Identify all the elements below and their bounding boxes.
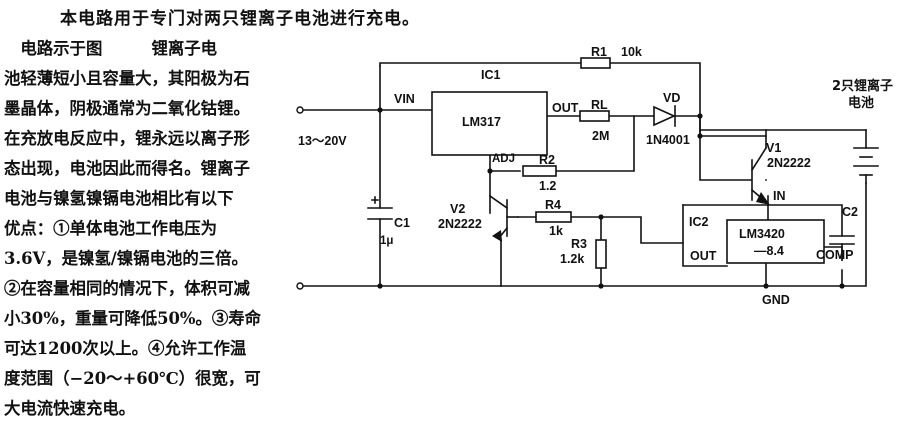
- circuit-svg: 13～20V IC1 LM317 VIN OUT ADJ R1 10k RL 2…: [296, 45, 893, 307]
- body-line: 优点：①单体电池工作电压为: [4, 219, 218, 238]
- ic2-ref-label: IC2: [689, 215, 709, 229]
- body-line: 电池与镍氢镍镉电池相比有以下: [4, 189, 234, 208]
- diode-vd: VD 1N4001: [646, 91, 690, 147]
- junction-dots: [377, 107, 845, 289]
- body-line: 在充放电反应中，锂永远以离子形: [4, 129, 250, 148]
- ic2-in-label: IN: [773, 189, 786, 203]
- ic2-comp-label: COMP: [816, 248, 854, 262]
- body-line: 可达1200次以上。④允许工作温: [4, 339, 247, 358]
- resistor-rl: RL 2M: [579, 98, 610, 143]
- transistor-v2: V2 2N2222: [438, 194, 519, 242]
- body-line: 大电流快速充电。: [4, 399, 136, 418]
- ic1-adj-label: ADJ: [492, 153, 515, 165]
- body-line: 态出现，电池因此而得名。锂离子: [4, 159, 250, 178]
- resistor-r4: R4 1k: [535, 198, 572, 238]
- resistor-r3: R3 1.2k: [560, 237, 607, 269]
- c1-value-label: 1μ: [380, 235, 393, 247]
- battery-symbol: 2只锂离子 电池: [832, 78, 893, 184]
- body-line: 小30%，重量可降低50%。③寿命: [4, 309, 262, 328]
- ic2-lm3420: IC2 LM3420 —8.4 OUT COMP: [689, 215, 854, 264]
- capacitor-c1: C1 1μ: [367, 196, 410, 247]
- r1-value-label: 10k: [621, 45, 642, 59]
- v1-part-label: 2N2222: [767, 156, 811, 170]
- c2-ref-label: C2: [842, 205, 858, 219]
- intro-text: 本电路用于专门对两只锂离子电池进行充电。: [60, 9, 420, 29]
- ic2-out-label: OUT: [690, 249, 717, 263]
- r1-ref-label: R1: [591, 45, 607, 59]
- battery-label-line2: 电池: [848, 95, 874, 111]
- body-line: 度范围（−20～+60℃）很宽，可: [4, 369, 261, 388]
- rl-ref-label: RL: [591, 98, 608, 112]
- transistor-v1: V1 2N2222 IN: [750, 141, 811, 205]
- v1-ref-label: V1: [766, 141, 781, 155]
- r4-value-label: 1k: [549, 224, 563, 238]
- resistor-r2: R2 1.2: [522, 153, 557, 193]
- ic1-part-label: LM317: [462, 115, 501, 129]
- ic1-vin-label: VIN: [394, 92, 415, 106]
- circuit-diagram: 13～20V IC1 LM317 VIN OUT ADJ R1 10k RL 2…: [296, 30, 915, 330]
- input-terminals: [296, 106, 304, 290]
- battery-label-line1: 2只锂离子: [832, 78, 893, 94]
- ic1-out-label: OUT: [552, 101, 579, 115]
- r2-value-label: 1.2: [539, 179, 556, 193]
- rl-value-label: 2M: [592, 129, 609, 143]
- input-voltage-label: 13～20V: [298, 134, 347, 148]
- ic1-ref-label: IC1: [481, 68, 501, 82]
- r3-ref-label: R3: [571, 237, 587, 251]
- body-line: 3.6V，是镍氢/镍镉电池的三倍。: [4, 249, 248, 268]
- body-line: 电路示于图 锂离子电: [4, 39, 218, 58]
- v2-ref-label: V2: [450, 202, 465, 216]
- vd-ref-label: VD: [663, 91, 680, 105]
- c1-ref-label: C1: [394, 216, 410, 230]
- r2-ref-label: R2: [539, 153, 555, 167]
- gnd-label: GND: [762, 293, 790, 307]
- body-text: 电路示于图 锂离子电 池轻薄短小且容量大，其阳极为石 墨晶体，阴极通常为二氧化钴…: [4, 34, 300, 424]
- r4-ref-label: R4: [545, 198, 561, 212]
- body-line: 墨晶体，阴极通常为二氧化钴锂。: [4, 99, 250, 118]
- resistor-r1: R1 10k: [580, 45, 642, 69]
- v2-part-label: 2N2222: [438, 217, 482, 231]
- body-line: 池轻薄短小且容量大，其阳极为石: [4, 69, 250, 88]
- ic2-suffix-label: —8.4: [754, 244, 784, 258]
- ic2-part-label: LM3420: [739, 227, 785, 241]
- capacitor-c2: C2: [829, 205, 858, 261]
- body-line: ②在容量相同的情况下，体积可减: [4, 279, 250, 298]
- r3-value-label: 1.2k: [560, 252, 584, 266]
- vd-part-label: 1N4001: [646, 133, 690, 147]
- ic1-regulator: IC1 LM317 VIN OUT ADJ: [394, 68, 579, 165]
